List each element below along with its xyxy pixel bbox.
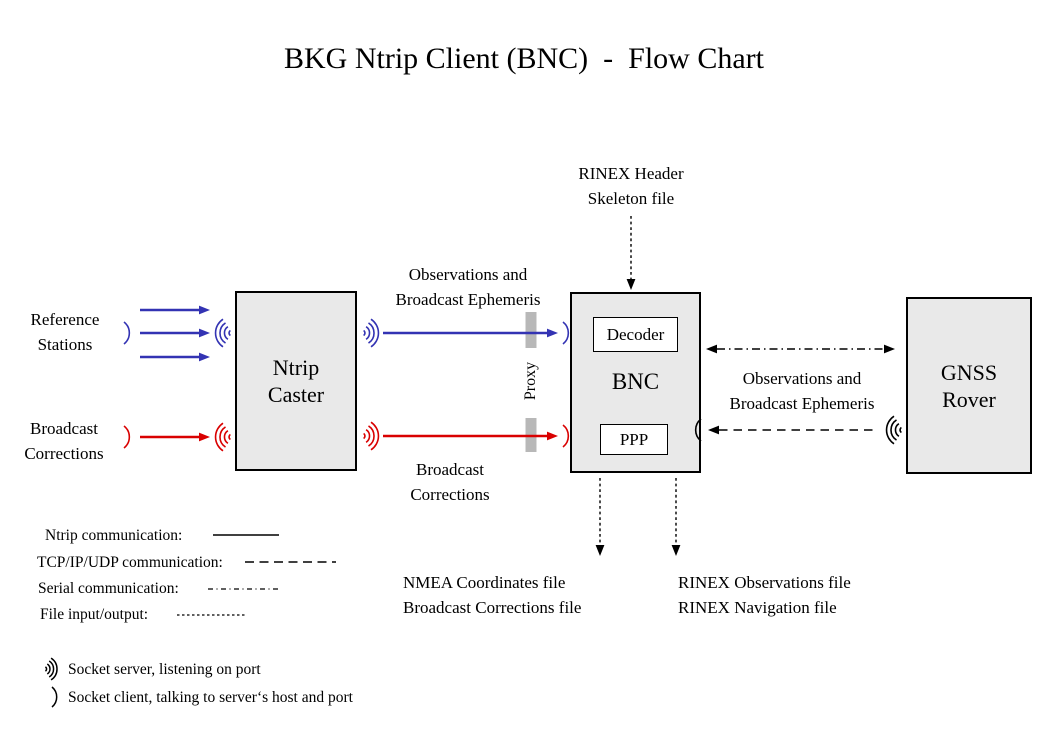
arrowhead — [626, 279, 636, 290]
socket-server-icon-caster-right-corr — [363, 421, 380, 451]
arrowhead — [199, 432, 210, 442]
legend-socket-server-icon — [44, 657, 58, 681]
gnss-rover-label-line2: Rover — [942, 386, 996, 412]
decoder-label: Decoder — [606, 325, 665, 344]
arrowhead — [547, 431, 558, 441]
broadcast-corrections-input-label: Broadcast Corrections — [24, 419, 104, 463]
arrowhead — [671, 545, 681, 556]
gnss-rover-label-line1: GNSS — [940, 359, 998, 385]
arrowhead — [595, 545, 605, 556]
socket-server-icon-caster-left — [214, 318, 231, 348]
ntrip-caster-label-line1: Ntrip — [272, 355, 320, 380]
legend-tcp-label: TCP/IP/UDP communication: — [37, 554, 223, 571]
broadcast-corrections-mid-label: Broadcast Corrections — [410, 460, 490, 504]
arrowhead — [547, 328, 558, 338]
arrowhead — [199, 305, 210, 315]
socket-client-icon-bnc-corr — [562, 424, 570, 448]
legend-socket-client-label: Socket client, talking to server‘s host … — [68, 689, 353, 706]
reference-stations-label: Reference Stations — [30, 310, 100, 354]
ppp-box: PPP — [600, 424, 668, 455]
gnss-rover-box: GNSS Rover — [906, 297, 1032, 474]
page-title: BKG Ntrip Client (BNC) - Flow Chart — [284, 42, 764, 75]
bnc-box: Decoder BNC PPP — [570, 292, 701, 473]
proxy-label: Proxy — [522, 361, 539, 401]
rinex-header-skeleton-label: RINEX Header Skeleton file — [578, 164, 684, 208]
legend-serial-label: Serial communication: — [38, 580, 179, 597]
arrowhead — [884, 344, 895, 354]
decoder-box: Decoder — [593, 317, 678, 352]
ppp-label: PPP — [619, 430, 649, 449]
socket-client-icon-corrections — [123, 425, 131, 449]
arrowhead — [708, 425, 719, 435]
socket-server-icon-caster-right-obs — [363, 318, 380, 348]
legend-socket-server-label: Socket server, listening on port — [68, 661, 261, 678]
arrowhead — [199, 328, 210, 338]
arrowhead — [199, 352, 210, 362]
socket-server-icon-rover — [885, 415, 902, 445]
observations-ephemeris-mid-label: Observations and Broadcast Ephemeris — [395, 265, 541, 309]
proxy-bar-bottom — [525, 418, 537, 452]
legend-socket-client-icon — [51, 686, 58, 708]
ntrip-caster-label-line2: Caster — [267, 382, 325, 407]
arrowhead — [706, 344, 717, 354]
legend-fileio-label: File input/output: — [40, 606, 149, 623]
ntrip-caster-box: Ntrip Caster — [235, 291, 357, 471]
nmea-output-files-label: NMEA Coordinates file Broadcast Correcti… — [403, 573, 582, 617]
proxy-bar-top — [525, 312, 537, 348]
observations-ephemeris-rover-label: Observations and Broadcast Ephemeris — [729, 369, 875, 413]
rinex-output-files-label: RINEX Observations file RINEX Navigation… — [678, 573, 851, 617]
legend-ntrip-label: Ntrip communication: — [45, 527, 183, 544]
socket-server-icon-caster-left-corr — [214, 422, 231, 452]
socket-client-icon-bnc-obs — [562, 321, 570, 345]
bnc-label: BNC — [611, 369, 660, 394]
